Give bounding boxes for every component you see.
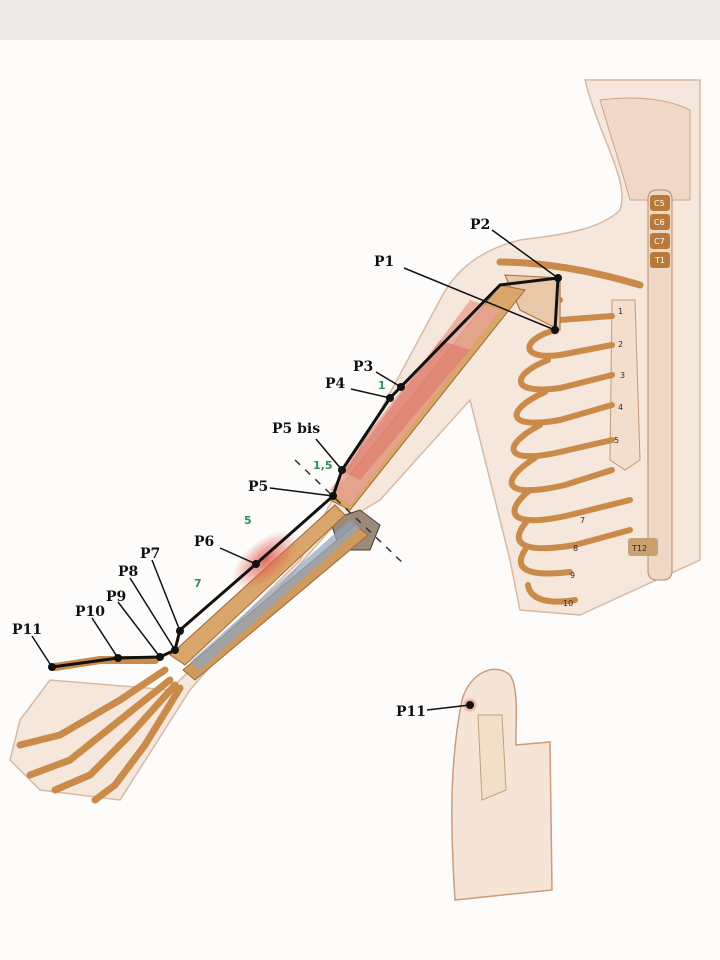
vertebra-t12-label: T12 [631, 544, 647, 553]
forearm-red-zone [231, 530, 299, 590]
sternum [609, 299, 641, 471]
label-p2: P2 [470, 217, 490, 233]
rib-label-3: 3 [620, 371, 625, 380]
top-shade [0, 0, 720, 40]
clavicle [496, 258, 644, 289]
torso-outline [9, 79, 701, 801]
inset-leader-line [426, 704, 471, 711]
meridian-path [51, 276, 560, 669]
label-p11: P11 [12, 622, 42, 638]
leader-lines [31, 229, 559, 668]
distance-label-1: 1 [378, 379, 386, 392]
distance-label-7: 7 [194, 577, 202, 590]
label-p9: P9 [106, 589, 126, 605]
finger-inset: P11 [396, 668, 553, 901]
label-p5: P5 [248, 479, 268, 495]
label-p1: P1 [374, 254, 394, 270]
elbow-crease-line [294, 459, 406, 566]
vertebra-c6-label: C6 [654, 218, 665, 227]
rib-label-8: 8 [573, 544, 578, 553]
biceps-muscle [330, 300, 500, 505]
vertebra-c7-label: C7 [654, 237, 665, 246]
rib-label-2: 2 [618, 340, 623, 349]
label-p8: P8 [118, 564, 138, 580]
distance-label-1-5: 1,5 [313, 459, 333, 472]
vertebrae-group [628, 195, 670, 556]
label-p4: P4 [325, 376, 346, 392]
spine-column [647, 189, 673, 581]
finger-inset-bones [477, 714, 507, 801]
rib-label-1: 1 [618, 307, 623, 316]
rib-label-4: 4 [618, 403, 623, 412]
vertebra-t1-label: T1 [654, 256, 665, 265]
label-p5bis: P5 bis [272, 421, 320, 437]
rib-label-9: 9 [570, 571, 575, 580]
label-p3: P3 [353, 359, 373, 375]
rib-label-10: 10 [563, 599, 573, 608]
distance-label-5: 5 [244, 514, 252, 527]
label-p10: P10 [75, 604, 105, 620]
rib-label-7: 7 [580, 516, 585, 525]
point-p6 [252, 560, 260, 568]
inset-label-p11: P11 [396, 704, 426, 720]
forearm-vein [190, 520, 360, 670]
biceps-muscle-highlight [340, 340, 470, 480]
vertebra-c5-label: C5 [654, 199, 665, 208]
label-p6: P6 [194, 534, 214, 550]
inset-point-p11 [466, 701, 474, 709]
rib-label-5: 5 [614, 436, 619, 445]
label-p7: P7 [140, 546, 160, 562]
